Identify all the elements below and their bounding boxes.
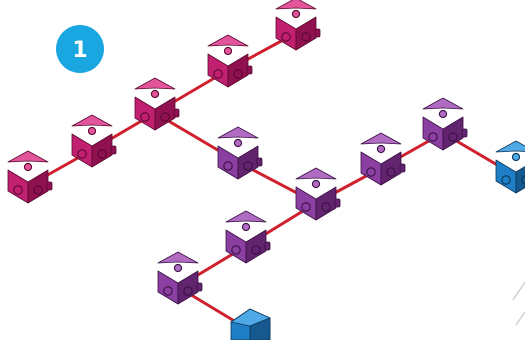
magenta-connector-cube-icon bbox=[134, 77, 180, 131]
step-badge: 1 bbox=[56, 25, 104, 73]
purple-connector-cube-icon bbox=[360, 132, 406, 186]
step-number: 1 bbox=[72, 38, 87, 63]
purple-connector-cube-icon bbox=[225, 210, 271, 264]
purple-connector-cube-icon bbox=[157, 251, 203, 305]
rods-layer bbox=[26, 31, 518, 324]
purple-connector-cube-icon bbox=[422, 97, 468, 151]
blue-pyramid-piece-icon bbox=[230, 308, 271, 340]
blue-connector-cube-icon bbox=[495, 140, 525, 194]
edge-decoration bbox=[512, 281, 525, 326]
cubes-layer bbox=[7, 0, 525, 340]
magenta-connector-cube-icon bbox=[275, 0, 321, 51]
purple-connector-cube-icon bbox=[217, 126, 263, 180]
magenta-connector-cube-icon bbox=[7, 150, 53, 204]
purple-connector-cube-icon bbox=[295, 167, 341, 221]
magenta-connector-cube-icon bbox=[207, 34, 253, 88]
magenta-connector-cube-icon bbox=[71, 114, 117, 168]
